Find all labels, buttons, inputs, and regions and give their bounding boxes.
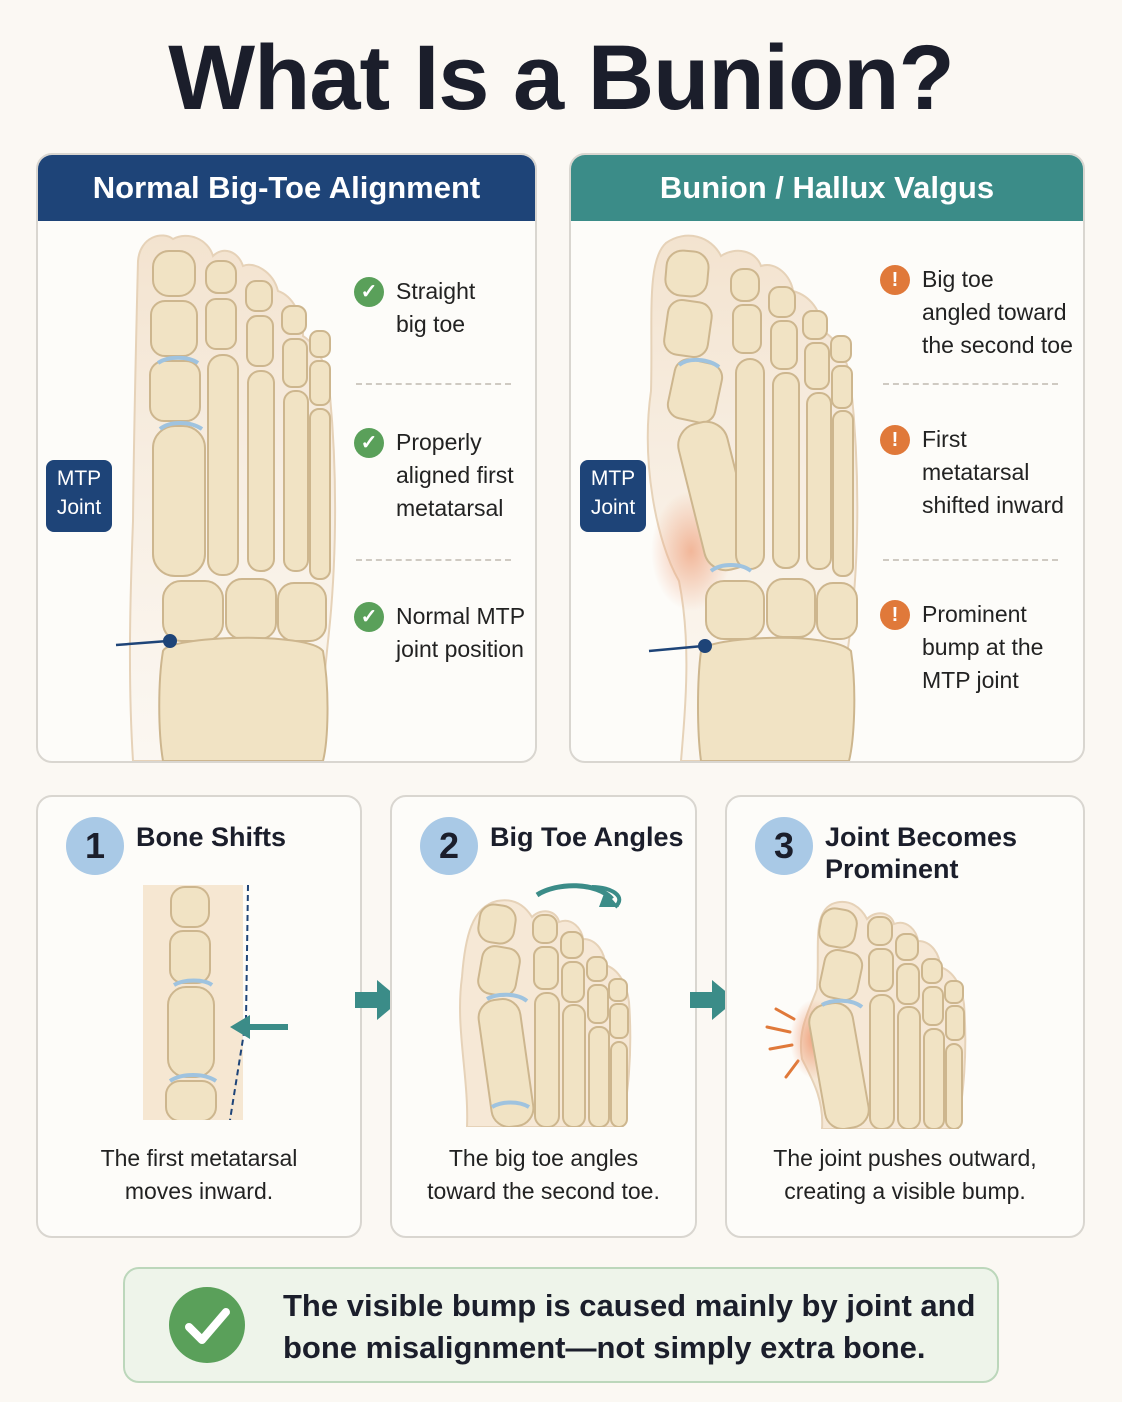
step-title-line: Joint Becomes xyxy=(825,822,1018,852)
bunion-feature-2: ! First metatarsal shifted inward xyxy=(880,423,1064,522)
exclamation-icon: ! xyxy=(880,600,910,630)
feature-text: aligned first xyxy=(396,462,514,488)
feature-text: bump at the xyxy=(922,634,1044,660)
feature-text: big toe xyxy=(396,311,466,337)
page-title: What Is a Bunion? xyxy=(168,27,954,129)
feature-text: Properly xyxy=(396,429,482,455)
bunion-panel: Bunion / Hallux Valgus xyxy=(569,153,1085,763)
divider xyxy=(356,383,511,385)
feature-text: shifted inward xyxy=(922,492,1064,518)
caption-line: The first metatarsal xyxy=(100,1145,298,1171)
normal-feature-2: ✓ Properly aligned first metatarsal xyxy=(354,426,514,525)
step-number: 1 xyxy=(66,817,124,875)
step-number: 2 xyxy=(420,817,478,875)
step-3-card: 3 Joint Becomes Prominent xyxy=(725,795,1085,1238)
bunion-panel-heading: Bunion / Hallux Valgus xyxy=(571,155,1083,221)
exclamation-icon: ! xyxy=(880,265,910,295)
step-title-line: Big Toe Angles xyxy=(490,822,684,852)
feature-text: Straight xyxy=(396,278,476,304)
step-caption: The joint pushes outward, creating a vis… xyxy=(727,1142,1083,1208)
step-1-card: 1 Bone Shifts The first metatarsal moves… xyxy=(36,795,362,1238)
conclusion-text: The visible bump is caused mainly by joi… xyxy=(283,1285,983,1369)
check-icon: ✓ xyxy=(354,277,384,307)
mtp-label-line-2: Joint xyxy=(590,496,636,520)
normal-panel-heading: Normal Big-Toe Alignment xyxy=(38,155,535,221)
mtp-label-line-2: Joint xyxy=(56,496,102,520)
big-toe-angle-illustration xyxy=(459,883,632,1127)
check-icon: ✓ xyxy=(354,428,384,458)
divider xyxy=(883,383,1058,385)
step-title: Joint Becomes Prominent xyxy=(825,821,1017,885)
step-caption: The first metatarsal moves inward. xyxy=(38,1142,360,1208)
bunion-feature-1: ! Big toe angled toward the second toe xyxy=(880,263,1073,362)
feature-text: metatarsal xyxy=(922,459,1030,485)
exclamation-icon: ! xyxy=(880,425,910,455)
conclusion-line: The visible bump is caused mainly by joi… xyxy=(283,1288,976,1323)
feature-text: metatarsal xyxy=(396,495,504,521)
feature-text: joint position xyxy=(396,636,524,662)
divider xyxy=(356,559,511,561)
mtp-joint-label: MTP Joint xyxy=(580,460,646,532)
check-icon: ✓ xyxy=(354,602,384,632)
step-caption: The big toe angles toward the second toe… xyxy=(392,1142,695,1208)
feature-text: Prominent xyxy=(922,601,1027,627)
mtp-label-line-1: MTP xyxy=(56,467,102,490)
metatarsal-shift-illustration xyxy=(143,885,288,1120)
mtp-label-line-1: MTP xyxy=(590,467,636,490)
step-title: Big Toe Angles xyxy=(490,821,684,853)
normal-feature-3: ✓ Normal MTP joint position xyxy=(354,600,525,666)
feature-text: angled toward xyxy=(922,299,1067,325)
step-title-line: Prominent xyxy=(825,854,959,884)
feature-text: the second toe xyxy=(922,332,1073,358)
feature-text: MTP joint xyxy=(922,667,1019,693)
caption-line: moves inward. xyxy=(124,1178,274,1204)
step-title: Bone Shifts xyxy=(136,821,286,853)
feature-text: First xyxy=(922,426,967,452)
prominent-joint-illustration xyxy=(765,900,967,1129)
caption-line: creating a visible bump. xyxy=(784,1178,1026,1204)
caption-line: The big toe angles xyxy=(448,1145,639,1171)
conclusion-box: The visible bump is caused mainly by joi… xyxy=(123,1267,999,1383)
caption-line: The joint pushes outward, xyxy=(773,1145,1037,1171)
feature-text: Big toe xyxy=(922,266,994,292)
caption-line: toward the second toe. xyxy=(427,1178,660,1204)
arrow-right-icon xyxy=(355,980,401,1020)
divider xyxy=(883,559,1058,561)
mtp-joint-label: MTP Joint xyxy=(46,460,112,532)
arrow-right-icon xyxy=(690,980,736,1020)
bunion-foot-illustration xyxy=(646,234,859,761)
step-2-card: 2 Big Toe Angles The big toe angles xyxy=(390,795,697,1238)
step-number: 3 xyxy=(755,817,813,875)
step-title-line: Bone Shifts xyxy=(136,822,287,852)
normal-foot-illustration xyxy=(115,234,337,761)
check-icon xyxy=(169,1287,245,1363)
normal-alignment-panel: Normal Big-Toe Alignment xyxy=(36,153,537,763)
normal-feature-1: ✓ Straight big toe xyxy=(354,275,475,341)
conclusion-line: bone misalignment—not simply extra bone. xyxy=(283,1330,926,1365)
feature-text: Normal MTP xyxy=(396,603,526,629)
